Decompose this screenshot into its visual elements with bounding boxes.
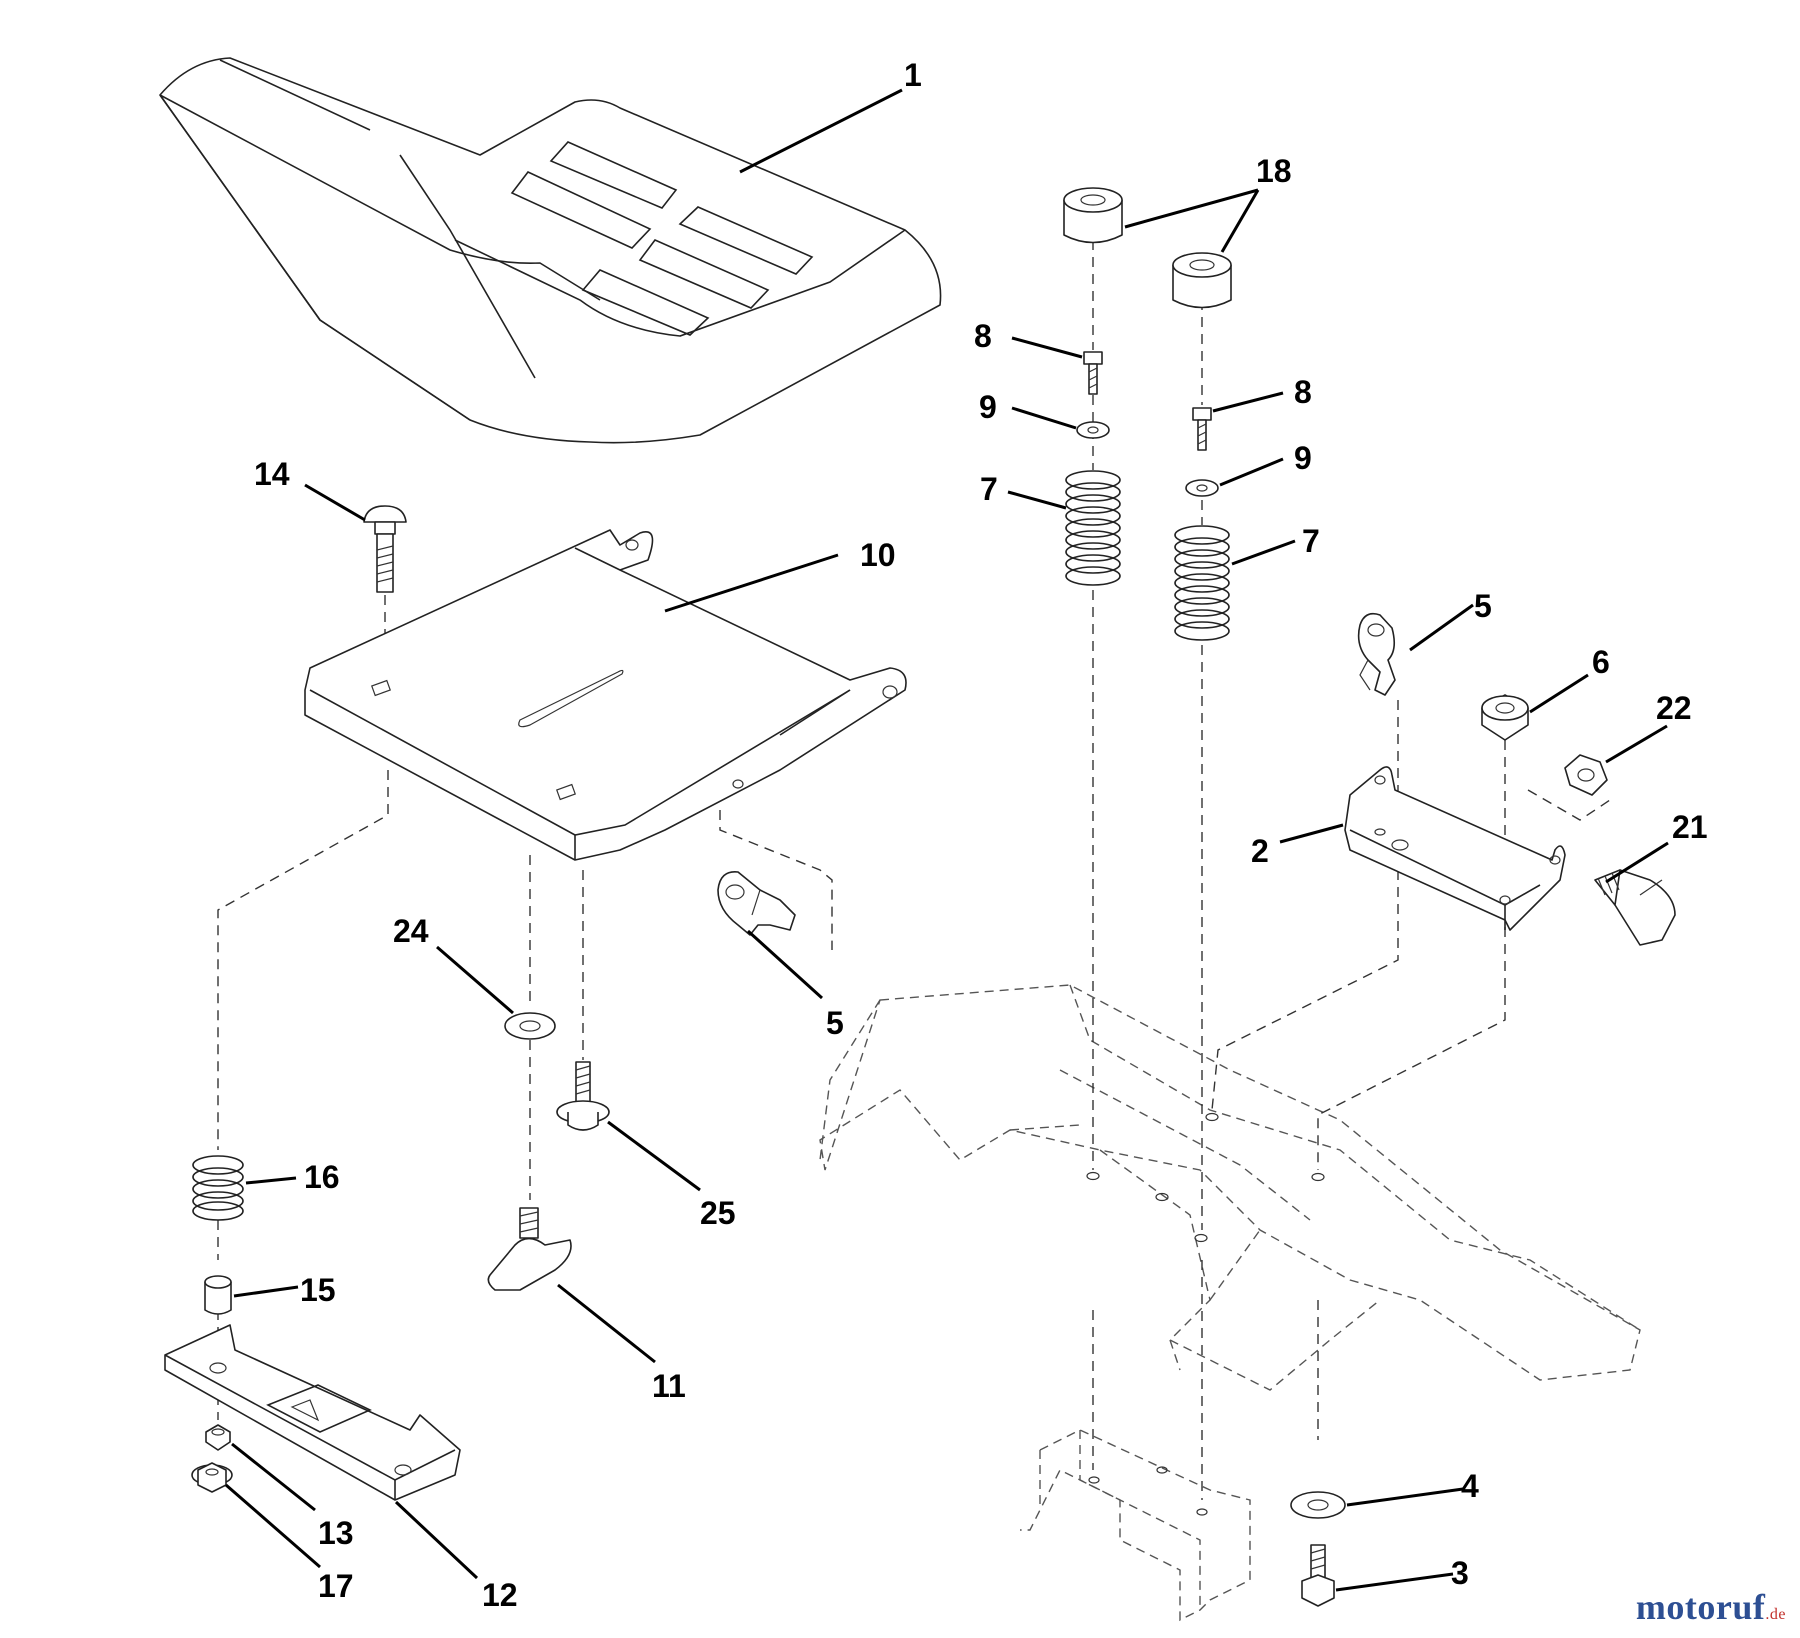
lock-nut-part-6 [1481,694,1529,741]
spacer-part-18b [1172,252,1232,309]
callout-9-left: 9 [979,389,997,425]
knob-part-11 [487,1207,572,1291]
plate-part-12 [164,1324,461,1501]
callout-18: 18 [1256,153,1292,189]
seat-part-1 [159,57,942,444]
callout-14: 14 [254,456,290,492]
nut-part-22 [1564,754,1608,796]
callout-6: 6 [1592,644,1610,680]
washer-part-24 [504,1012,556,1040]
callout-8-left: 8 [974,318,992,354]
bolt-part-3 [1301,1544,1335,1607]
washer-part-9a [1076,421,1110,439]
spring-part-7b [1174,525,1230,641]
callout-1: 1 [904,57,922,93]
watermark-logo: motoruf.de [1636,1586,1786,1628]
callout-15: 15 [300,1272,336,1308]
washer-part-4 [1290,1491,1346,1519]
callout-25: 25 [700,1195,736,1231]
callout-4: 4 [1461,1468,1479,1504]
callout-3: 3 [1451,1555,1469,1591]
callout-labels: 1 18 8 8 9 9 7 7 14 10 5 6 22 2 21 24 5 … [254,57,1708,1613]
bolt-part-8b [1192,407,1212,451]
spring-part-7a [1065,470,1121,586]
callout-7-right: 7 [1302,523,1320,559]
callout-12: 12 [482,1577,518,1613]
wire-clip-part-5a [1357,612,1396,696]
callout-24: 24 [393,913,429,949]
shoulder-bolt-part-21 [1594,869,1676,946]
callout-5-left: 5 [826,1005,844,1041]
callout-17: 17 [318,1568,354,1604]
tractor-body-ghost [819,984,1641,1622]
callout-2: 2 [1251,833,1269,869]
callout-13: 13 [318,1515,354,1551]
bracket-part-2 [1344,766,1566,931]
callout-9-right: 9 [1294,440,1312,476]
spacer-part-18a [1063,187,1123,244]
callout-21: 21 [1672,809,1708,845]
washer-part-9b [1185,479,1219,497]
seat-pan-part-10 [304,529,907,861]
callout-11: 11 [652,1368,686,1404]
callout-10: 10 [860,537,896,573]
watermark-tld: .de [1765,1606,1786,1623]
nut-part-13 [205,1424,231,1451]
callout-16: 16 [304,1159,340,1195]
flange-nut-part-17 [191,1462,233,1493]
wire-clip-part-5b [717,871,796,936]
callout-22: 22 [1656,690,1692,726]
spacer-part-15 [204,1275,232,1315]
leader-lines [225,88,1669,1592]
watermark-brand: motoruf [1635,1587,1766,1627]
carriage-bolt-part-14 [363,505,407,593]
callout-8-right: 8 [1294,374,1312,410]
callout-5-right: 5 [1474,588,1492,624]
bolt-part-8a [1083,351,1103,395]
spring-part-16 [192,1155,244,1221]
callout-7-left: 7 [980,471,998,507]
flange-bolt-part-25 [556,1061,610,1131]
